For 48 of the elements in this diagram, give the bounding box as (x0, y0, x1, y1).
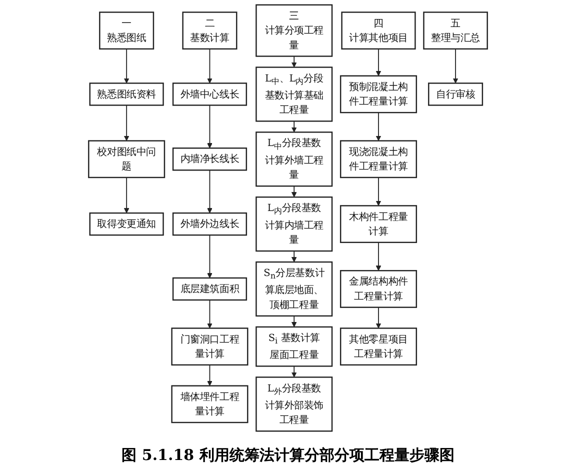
node-box: 内墙净长线长 (172, 148, 248, 171)
arrow (291, 120, 297, 132)
node-box: 三 计算分项工程量 (256, 4, 333, 57)
node-box: 取得变更通知 (89, 212, 164, 236)
arrow (207, 300, 212, 328)
arrow (124, 177, 130, 214)
arrow (376, 48, 382, 76)
arrow (376, 112, 382, 142)
node-box: L$_{中}$、L$_{内}$分段基数计算基础工程量 (256, 66, 333, 122)
arrow (291, 56, 297, 68)
arrow (291, 250, 297, 262)
arrow (376, 306, 382, 328)
node-box: 墙体埋件工程量计算 (171, 385, 248, 424)
arrow (207, 234, 212, 278)
arrow (207, 364, 212, 386)
node-box: 木构件工程量计算 (340, 205, 418, 244)
node-box: 其他零星项目工程量计算 (340, 328, 418, 366)
node-box: 预制混凝土构件工程量计算 (340, 75, 418, 114)
arrow (207, 104, 212, 148)
node-box: 二 基数计算 (182, 12, 238, 50)
arrow (207, 170, 212, 214)
arrow (376, 177, 382, 206)
arrow (452, 48, 458, 84)
arrow (124, 48, 130, 84)
node-box: L$_{外}$分段基数计算外部装饰工程量 (256, 376, 333, 432)
node-box: 五 整理与汇总 (423, 12, 488, 50)
figure-caption: 图 5.1.18 利用统筹法计算分部分项工程量步骤图 (120, 446, 456, 465)
node-box: L$_{中}$分段基数计算外墙工程量 (256, 132, 333, 187)
node-box: S$_{i}$ 基数计算屋面工程量 (256, 326, 333, 367)
node-box: 自行审核 (428, 82, 484, 106)
node-box: 门窗洞口工程量计算 (171, 328, 248, 366)
node-box: 四 计算其他项目 (341, 12, 416, 50)
arrow (124, 104, 130, 142)
node-box: 外墙外边线长 (172, 212, 248, 236)
arrow (207, 48, 212, 84)
node-box: 金属结构构件工程量计算 (340, 270, 418, 308)
node-box: 熟悉图纸资料 (89, 82, 164, 106)
node-box: 现浇混凝土构件工程量计算 (340, 140, 418, 178)
node-box: S$_{n}$分层基数计算底层地面、顶棚工程量 (256, 261, 333, 317)
node-box: 底层建筑面积 (172, 277, 248, 301)
arrow (291, 186, 297, 198)
arrow (291, 315, 297, 328)
arrow (291, 366, 297, 378)
node-box: 校对图纸中问题 (88, 140, 166, 178)
arrow (376, 242, 382, 271)
node-box: 外墙中心线长 (172, 82, 248, 106)
node-box: L$_{内}$分段基数计算内墙工程量 (256, 196, 333, 252)
node-box: 一 熟悉图纸 (99, 12, 154, 50)
